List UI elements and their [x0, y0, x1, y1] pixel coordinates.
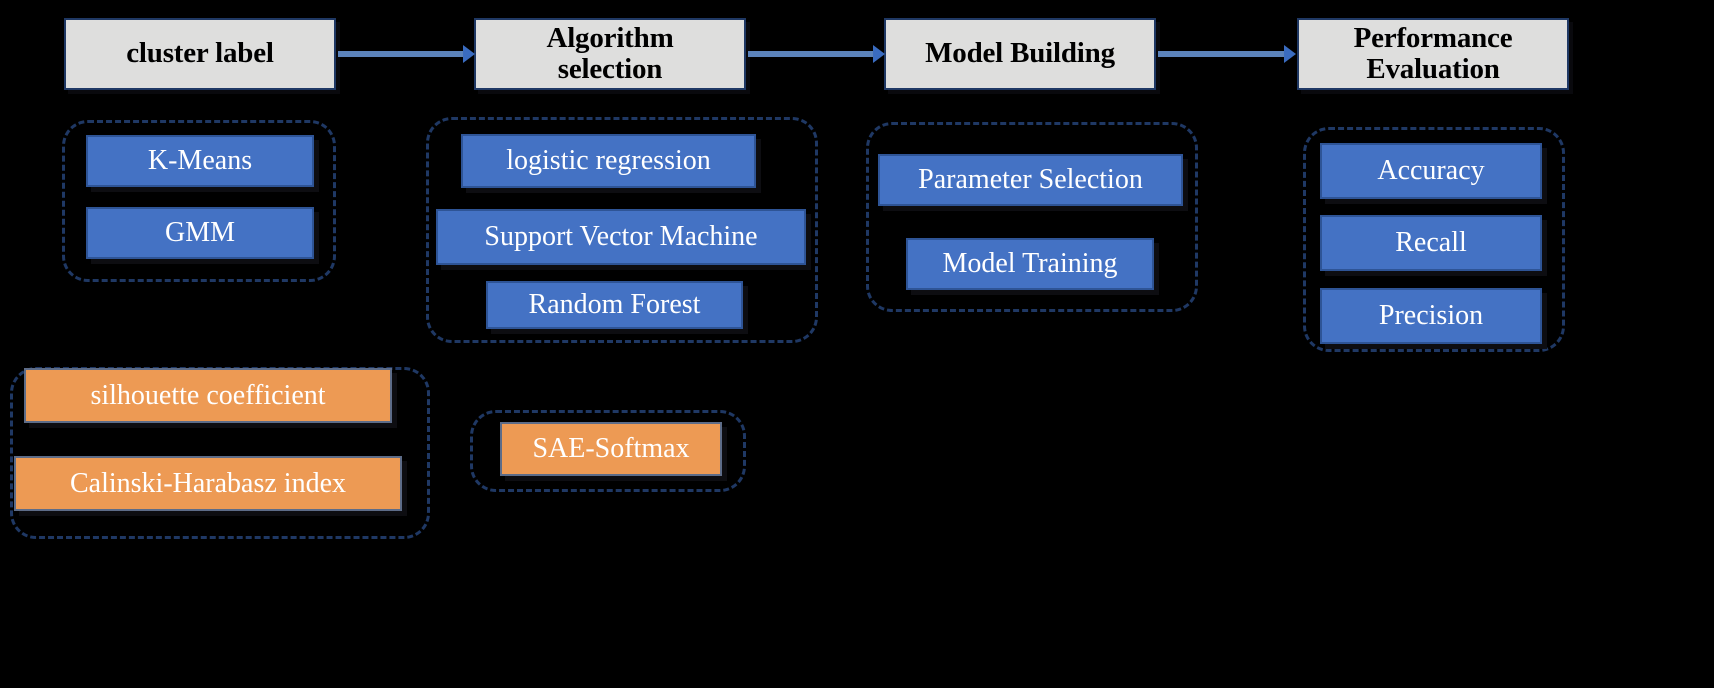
stage-box-algorithm-selection[interactable]: Algorithm selection — [474, 18, 746, 90]
chip-k-means[interactable]: K-Means — [86, 135, 314, 187]
chip-label: Support Vector Machine — [484, 221, 758, 252]
chip-recall[interactable]: Recall — [1320, 215, 1542, 271]
chip-random-forest[interactable]: Random Forest — [486, 281, 743, 329]
chip-gmm[interactable]: GMM — [86, 207, 314, 259]
stage-box-cluster-label[interactable]: cluster label — [64, 18, 336, 90]
chip-label: Model Training — [942, 248, 1118, 279]
connector-arrow-1 — [338, 51, 466, 57]
chip-label: Recall — [1395, 227, 1467, 258]
stage-label: cluster label — [126, 37, 274, 70]
chip-accuracy[interactable]: Accuracy — [1320, 143, 1542, 199]
chip-label: GMM — [164, 217, 235, 248]
chip-label: silhouette coefficient — [90, 379, 326, 411]
chip-model-training[interactable]: Model Training — [906, 238, 1154, 290]
chip-label: Precision — [1378, 300, 1484, 331]
stage-box-performance-evaluation[interactable]: Performance Evaluation — [1297, 18, 1569, 90]
connector-arrow-1-head — [463, 45, 475, 63]
connector-arrow-3 — [1158, 51, 1287, 57]
chip-logistic-regression[interactable]: logistic regression — [461, 134, 756, 188]
chip-label: Random Forest — [528, 289, 701, 320]
stage-label: Model Building — [925, 37, 1115, 70]
chip-precision[interactable]: Precision — [1320, 288, 1542, 344]
chip-label: Calinski-Harabasz index — [69, 467, 347, 499]
chip-label: SAE-Softmax — [532, 433, 690, 464]
connector-arrow-3-head — [1284, 45, 1296, 63]
chip-label: logistic regression — [506, 145, 711, 176]
stage-label: Algorithm selection — [546, 21, 674, 85]
chip-parameter-selection[interactable]: Parameter Selection — [878, 154, 1183, 206]
chip-calinski-harabasz-index[interactable]: Calinski-Harabasz index — [14, 456, 402, 511]
chip-label: Parameter Selection — [918, 164, 1143, 195]
stage-label: Performance Evaluation — [1353, 21, 1513, 85]
chip-label: Accuracy — [1377, 155, 1485, 186]
chip-silhouette-coefficient[interactable]: silhouette coefficient — [24, 368, 392, 423]
connector-arrow-2-head — [873, 45, 885, 63]
chip-label: K-Means — [147, 145, 253, 176]
stage-box-model-building[interactable]: Model Building — [884, 18, 1156, 90]
connector-arrow-2 — [748, 51, 876, 57]
chip-sae-softmax[interactable]: SAE-Softmax — [500, 422, 722, 476]
chip-support-vector-machine[interactable]: Support Vector Machine — [436, 209, 806, 265]
